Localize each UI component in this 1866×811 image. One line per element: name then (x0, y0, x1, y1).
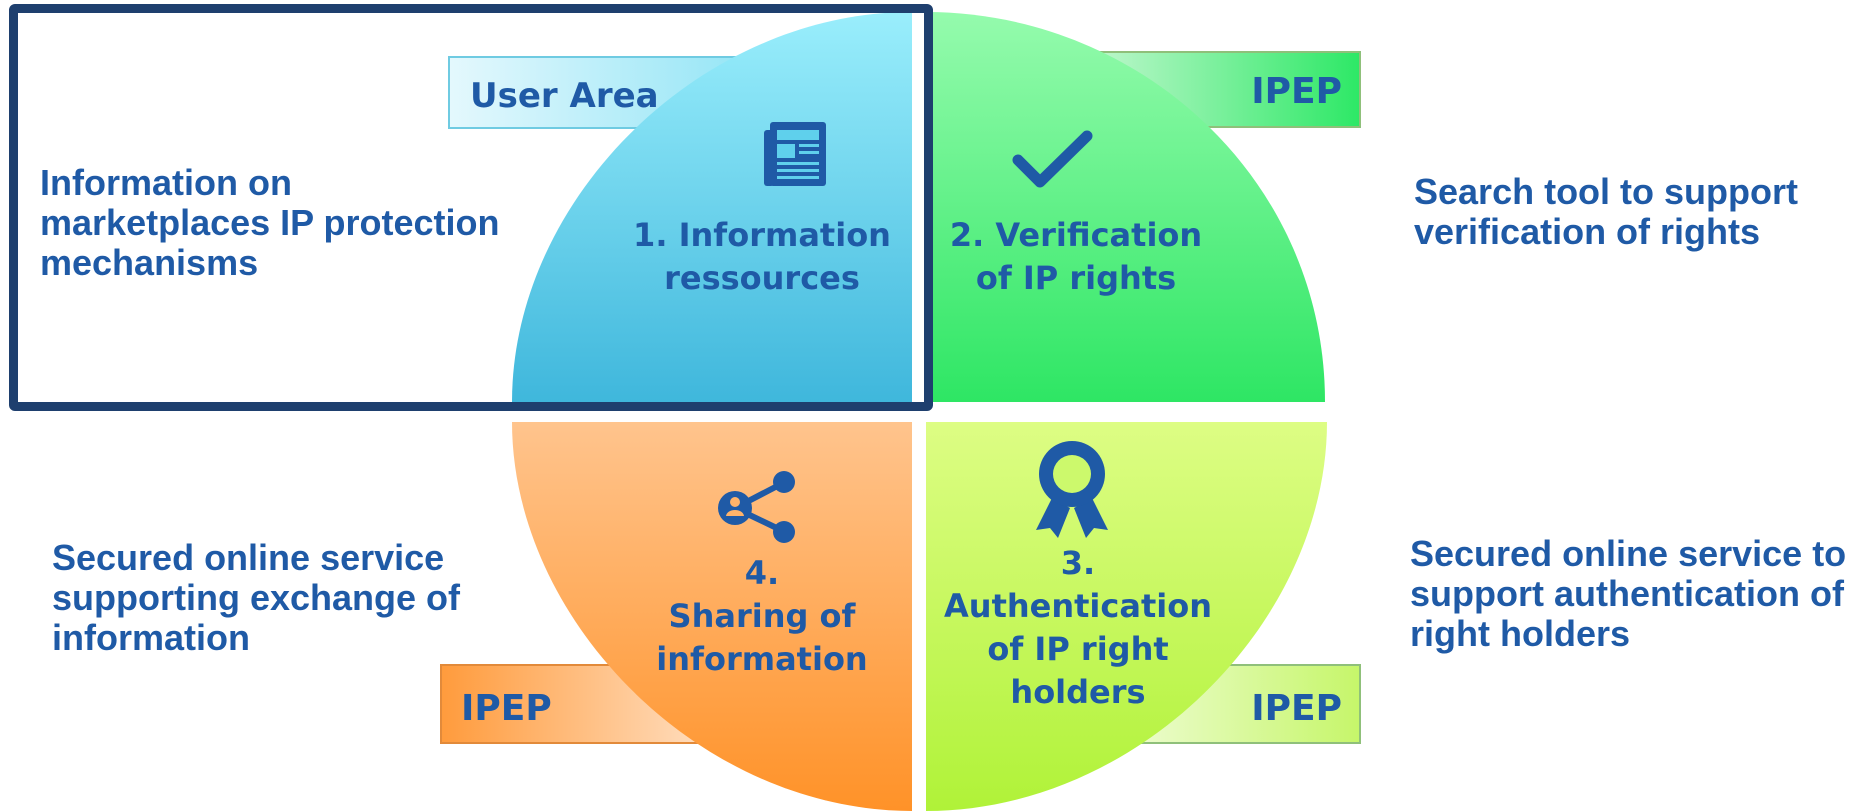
quadrant-label-line: ressources (664, 259, 860, 297)
ipep-tag-top-right: IPEP (1251, 71, 1342, 112)
quadrant-1-information (512, 12, 912, 402)
quadrant-3-authentication (926, 422, 1327, 811)
quadrant-label-line: 2. Verification (950, 216, 1202, 254)
quadrant-4-label: 4. Sharing of information (656, 554, 867, 678)
ipep-tag-bottom-left: IPEP (461, 688, 552, 729)
checkmark-icon (1012, 130, 1093, 188)
quadrant-label-line: of IP right (987, 630, 1168, 668)
quadrant-label-line: 1. Information (633, 216, 891, 254)
quadrant-2-label: 2. Verification of IP rights (950, 216, 1202, 297)
share-icon (718, 471, 795, 543)
user-area-tag: User Area (470, 76, 659, 116)
quadrant-4-sharing (512, 422, 912, 811)
quadrant-3-label: 3. Authentication of IP right holders (944, 544, 1212, 711)
description-authentication: Secured online service to support authen… (1410, 533, 1847, 654)
quadrant-label-line: information (656, 640, 867, 678)
ipep-tag-bottom-right: IPEP (1251, 688, 1342, 729)
description-sharing: Secured online service supporting exchan… (52, 537, 461, 658)
quadrant-label-line: Sharing of (669, 597, 857, 635)
newspaper-icon (764, 122, 826, 186)
quadrant-label-line: holders (1010, 673, 1145, 711)
quadrant-2-verification (926, 12, 1325, 402)
award-ribbon-icon (1036, 441, 1108, 538)
user-area-highlight-frame (9, 4, 933, 411)
description-verification: Search tool to support verification of r… (1414, 171, 1799, 252)
quadrant-label-line: 4. (745, 554, 779, 592)
quadrant-label-line: of IP rights (976, 259, 1176, 297)
quadrant-label-line: 3. (1061, 544, 1095, 582)
quadrant-label-line: Authentication (944, 587, 1212, 625)
description-information-resources: Information on marketplaces IP protectio… (40, 162, 500, 283)
quadrant-1-label: 1. Information ressources (633, 216, 891, 297)
